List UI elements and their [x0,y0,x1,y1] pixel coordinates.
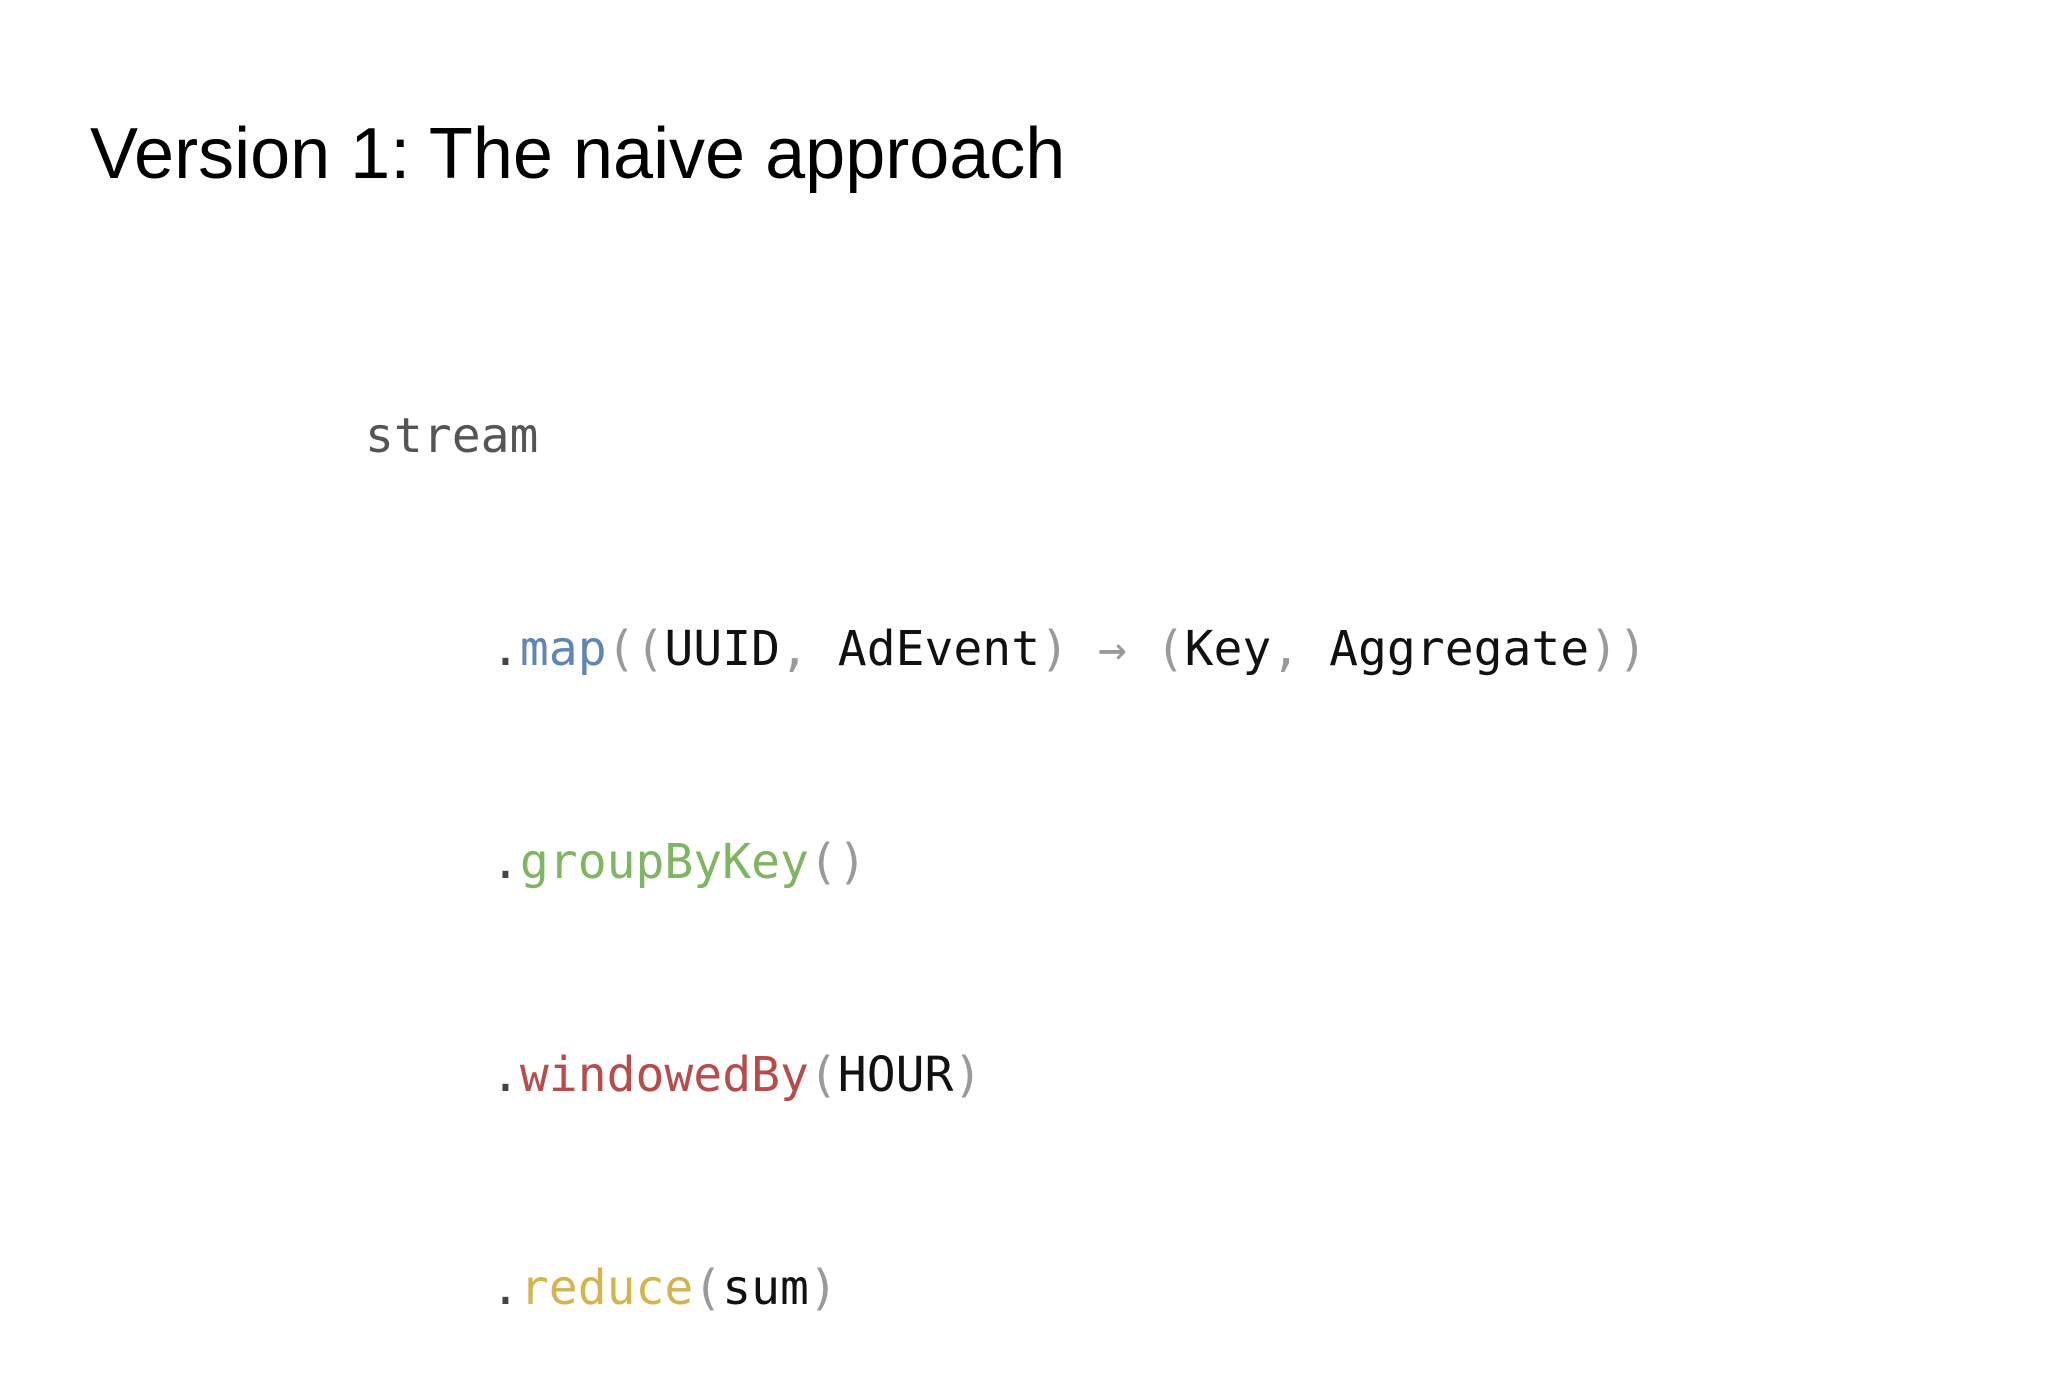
code-line-windowedby: .windowedBy(HOUR) [365,1040,1647,1111]
code-token-dot: . [491,1260,520,1316]
code-token-comma: , [1271,621,1330,677]
code-token-reduce-method: reduce [519,1260,694,1316]
code-token-paren: ) [1040,621,1069,677]
code-token-comma: , [780,621,838,677]
slide-title: Version 1: The naive approach [90,114,1066,194]
code-line-groupbykey: .groupByKey() [365,827,1647,898]
code-token-aggregate: Aggregate [1329,621,1590,677]
code-token-groupbykey-method: groupByKey [519,834,809,890]
code-token-paren: )) [1589,621,1647,677]
code-token-paren: ) [808,1260,838,1316]
code-token-uuid: UUID [664,621,780,677]
code-token-arrow: → [1069,621,1156,677]
code-token-stream: stream [365,408,539,464]
code-token-paren: (( [606,621,665,677]
code-token-map-method: map [519,621,607,677]
code-line-stream: stream [365,401,1647,472]
code-token-key: Key [1184,621,1272,677]
code-token-paren: ( [693,1260,723,1316]
code-token-paren: ) [953,1047,983,1103]
code-token-dot: . [491,621,520,677]
code-token-paren: () [808,834,867,890]
code-token-sum: sum [722,1260,809,1316]
code-token-windowedby-method: windowedBy [519,1047,809,1103]
code-token-adevent: AdEvent [837,621,1041,677]
code-token-paren: ( [808,1047,838,1103]
code-token-dot: . [491,834,520,890]
code-token-hour: HOUR [837,1047,954,1103]
code-line-map: .map((UUID, AdEvent) → (Key, Aggregate)) [365,614,1647,685]
code-block: stream .map((UUID, AdEvent) → (Key, Aggr… [365,259,1647,1395]
code-line-reduce: .reduce(sum) [365,1253,1647,1324]
code-token-paren: ( [1155,621,1185,677]
code-token-dot: . [491,1047,520,1103]
